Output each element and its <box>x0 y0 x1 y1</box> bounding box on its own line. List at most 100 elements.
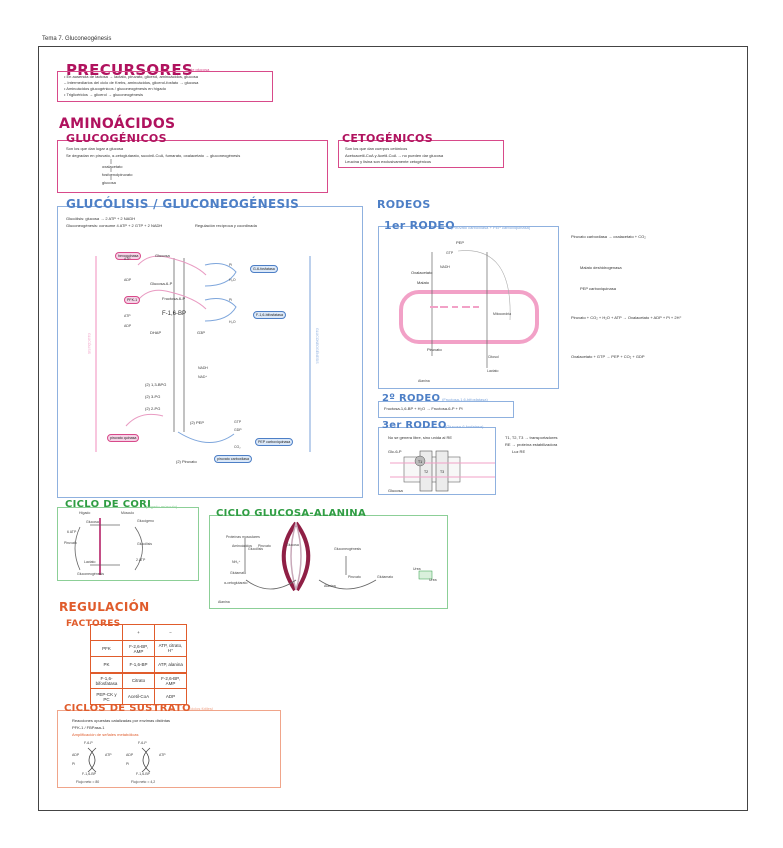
ga-label-akg: α-cetoglutarato <box>224 582 247 586</box>
atp-1: ATP <box>124 258 131 262</box>
cori-label-glucogeno: Glucógeno <box>137 520 154 524</box>
rodeo1-note-2: Malato deshidrogenasa <box>580 266 622 271</box>
cs-right-pi: Pi <box>126 763 129 767</box>
cs-left-adp: ADP <box>72 754 79 758</box>
cs-right-bottom: F-1,6-BP <box>136 773 150 777</box>
glucolisis-intro-2: Gluconeogénesis: consume 4 ATP + 2 GTP +… <box>66 224 162 229</box>
rodeo1-mitocondria: Mitocondria <box>493 313 511 317</box>
adp-2: ADP <box>124 325 131 329</box>
piruvato-step: (2) Piruvato <box>176 460 197 465</box>
glucogenicos-line-4: fosfoenolpiruvato <box>102 173 132 178</box>
rodeo1-box <box>378 226 559 389</box>
ga-label-alanina-1: Alanina <box>218 601 230 605</box>
rodeo1-title: 1er RODEO <box>384 220 455 231</box>
rodeo1-note-4: Piruvato + CO₂ + H₂O + ATP → Oxalacetato… <box>571 316 682 321</box>
2pg-step: (2) 2-PG <box>145 407 160 412</box>
pc-pill: piruvato carboxilasa <box>214 455 252 463</box>
table-header-plus: + <box>123 625 155 641</box>
cori-label-musculo: Músculo <box>121 512 134 516</box>
cetogenicos-title: CETOGÉNICOS <box>342 133 433 144</box>
table-row-3-col-1: F-1,6-bifosfatasa <box>91 673 123 689</box>
ga-label-urea-2: Urea <box>429 579 437 583</box>
rodeo3-title: 3er RODEO <box>382 421 447 431</box>
cetogenicos-line-2: Acetoacetil-CoA y Acetil-CoA → no pueden… <box>345 154 443 159</box>
rodeo1-nadh: NADH <box>440 266 450 270</box>
table-row-1-col-1: PFK <box>91 641 123 657</box>
rodeo2-subtitle: (Fructosa-1,6-bifosfatasa) <box>442 398 488 403</box>
g3p-step: G3P <box>197 331 205 336</box>
gluconeogenesis-side-label: GLUCONEOGÉNESIS <box>314 328 318 364</box>
cori-box <box>57 507 199 581</box>
glucogenicos-line-3: oxalacetato <box>102 165 122 170</box>
ga-label-glutamato-2: Glutamato <box>377 576 393 580</box>
ga-label-gluconeogenesis: Gluconeogénesis <box>334 548 361 552</box>
rodeo1-gtp: GTP <box>446 252 453 256</box>
co2-1: CO₂ <box>234 446 241 450</box>
g6p-step: Glucosa-6-P <box>150 282 172 287</box>
atp-2: ATP <box>124 315 131 319</box>
ga-label-alanina-2: Alanina <box>324 585 336 589</box>
table-row-2-col-3: ATP, alanina <box>155 657 187 673</box>
cetogenicos-line-3: Leucina y lisina son exclusivamente ceto… <box>345 160 431 165</box>
cs-line-3: Amplificación de señales metabólicas <box>72 733 138 738</box>
table-header-minus: − <box>155 625 187 641</box>
cori-label-higado: Hígado <box>79 512 90 516</box>
table-header-blank <box>91 625 123 641</box>
adp-1: ADP <box>124 279 131 283</box>
rodeo3-line-2: Glc-6-P <box>388 450 402 455</box>
glucosa-step: Glucosa <box>155 254 170 259</box>
pfk-pill: PFK-1 <box>124 296 140 304</box>
cs-right-top: F-6-P <box>138 742 147 746</box>
rodeo1-note-1: Piruvato carboxilasa → oxalacetato + CO₂ <box>571 235 646 240</box>
rodeo3-line-6: Luz RE <box>512 450 525 455</box>
rodeo1-subtitle: (Piruvato carboxilasa + PEP carboxiquina… <box>451 226 530 231</box>
fbpase-pill: F-1,6-bifosfatasa <box>253 311 286 319</box>
rodeo3-line-5: RE → proteína estabilizadora <box>505 443 557 448</box>
cori-label-6atp: 6 ATP <box>67 531 76 535</box>
ciclos-sustrato-subtitle: (ciclos fútiles) <box>189 707 213 712</box>
f16bp-step: F-1,6-BP <box>162 311 186 318</box>
f6p-step: Fructosa-6-P <box>162 297 185 302</box>
h2o-1: H₂O <box>229 279 236 283</box>
pk-pill: piruvato quinasa <box>107 434 139 442</box>
cs-left-bottom: F-1,6-BP <box>82 773 96 777</box>
regulacion-table: + − PFK F-2,6-BP, AMP ATP, citrato, H⁺ P… <box>90 624 187 705</box>
glucogenicos-line-5: glucosa <box>102 181 116 186</box>
ga-label-glutamato: Glutamato <box>230 572 246 576</box>
rodeo2-title: 2º RODEO <box>382 394 440 404</box>
cetogenicos-line-1: Son los que dan cuerpos cetónicos <box>345 147 407 152</box>
precursores-line-2: – Intermediarios del ciclo de Krebs, ami… <box>64 81 198 86</box>
cori-label-glucosa: Glucosa <box>86 521 99 525</box>
rodeo1-note-3: PEP carboxiquinasa <box>580 287 616 292</box>
cori-label-piruvato: Piruvato <box>64 542 77 546</box>
pep-step: (2) PEP <box>190 421 204 426</box>
table-row-1-col-3: ATP, citrato, H⁺ <box>155 641 187 657</box>
rodeo1-alanina: Alanina <box>418 380 430 384</box>
rodeo1-note-5: Oxalacetato + GTP → PEP + CO₂ + GDP <box>571 355 645 360</box>
regulacion-title: REGULACIÓN <box>59 601 149 613</box>
cs-right-adp: ADP <box>126 754 133 758</box>
bpg-step: (2) 1,3-BPG <box>145 383 166 388</box>
glucogenicos-line-1: Son los que dan lugar a glucosa <box>66 147 123 152</box>
dhap-step: DHAP <box>150 331 161 336</box>
rodeo2-line: Fructosa-1,6-BP + H₂O → Fructosa-6-P + P… <box>384 407 463 412</box>
rodeo3-subtitle: (Glucosa-6-fosfatasa) <box>445 425 483 430</box>
cs-line-1: Reacciones opuestas catalizadas por enzi… <box>72 719 170 724</box>
cs-line-2: PFK-1 / FBPasa-1 <box>72 726 104 731</box>
cs-left-top: F-6-P <box>84 742 93 746</box>
cori-label-lactato: Lactato <box>84 561 95 565</box>
gdp-1: GDP <box>234 429 242 433</box>
cori-label-gluconeogenesis: Gluconeogénesis <box>77 573 104 577</box>
g6pase-pill: G-6-fosfatasa <box>250 265 278 273</box>
cs-left-atp: ATP <box>105 754 112 758</box>
cori-title: CICLO DE CORI <box>65 500 151 510</box>
precursores-line-4: • Triglicéridos → glicerol → gluconeogén… <box>64 93 143 98</box>
cori-label-glucolisis: Glucólisis <box>137 543 152 547</box>
document-header: Tema 7. Gluconeogénesis <box>42 36 111 42</box>
table-row-2-col-2: F-1,6-BP <box>123 657 155 673</box>
glucogenicos-title: GLUCOGÉNICOS <box>66 133 167 144</box>
rodeo3-line-4: T1, T2, T3 → transportadores <box>505 436 558 441</box>
nadh-1: NADH <box>198 367 208 371</box>
ga-label-nh4: NH₄⁺ <box>232 561 240 565</box>
